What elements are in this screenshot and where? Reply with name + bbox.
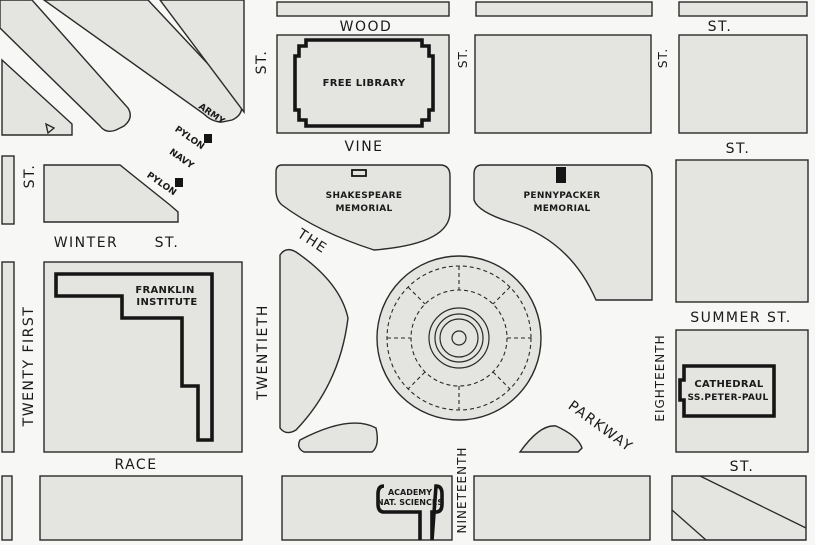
plaza-south-east <box>518 425 583 453</box>
small-triangle <box>44 122 56 135</box>
fountain-ring-2 <box>434 313 484 363</box>
block-winter-north <box>43 164 179 223</box>
label-st-nineteenth: ST. <box>456 48 470 68</box>
label-race-st: ST. <box>730 459 755 475</box>
label-cathedral-2: SS.PETER-PAUL <box>687 393 768 403</box>
label-academy-1: ACADEMY <box>388 488 432 497</box>
block-left-edge <box>1 155 15 225</box>
cathedral-building <box>678 364 776 418</box>
plaza-west <box>279 248 349 434</box>
label-twenty-first: TWENTY FIRST <box>21 306 37 428</box>
label-vine: VINE <box>344 139 383 155</box>
franklin-institute-building <box>54 272 214 442</box>
label-free-library: FREE LIBRARY <box>323 78 406 89</box>
block-top-far-right <box>678 1 808 17</box>
diagonal-strip-3 <box>159 0 245 115</box>
shakespeare-plaza <box>275 164 451 251</box>
block-free-library <box>276 34 450 134</box>
shakespeare-marker <box>351 169 367 177</box>
label-winter-st: ST. <box>155 235 180 251</box>
parkway-diagonal-lines <box>671 475 807 541</box>
free-library-building <box>293 38 435 128</box>
block-cathedral <box>675 329 809 453</box>
label-wood: WOOD <box>340 19 393 35</box>
label-race: RACE <box>114 457 157 473</box>
label-franklin-2: INSTITUTE <box>136 297 197 308</box>
label-st-top-right: ST. <box>708 19 733 35</box>
label-twentieth: TWENTIETH <box>255 304 271 401</box>
block-vine-north-2 <box>474 34 652 134</box>
label-summer: SUMMER ST. <box>690 310 792 326</box>
diagonal-strip-4 <box>1 58 73 136</box>
circle-spokes <box>387 266 531 410</box>
diagonal-strip-1 <box>0 0 131 133</box>
block-bottom-2 <box>281 475 453 541</box>
block-franklin <box>43 261 243 453</box>
academy-building <box>376 484 444 541</box>
label-st-twentieth: ST. <box>254 50 270 75</box>
label-st-eighteenth: ST. <box>656 48 670 68</box>
pennypacker-marker <box>556 167 566 183</box>
label-cathedral-1: CATHEDRAL <box>694 379 763 390</box>
fountain-center <box>451 330 467 346</box>
navy-pylon-icon <box>175 178 183 187</box>
label-shakespeare-2: MEMORIAL <box>335 204 392 214</box>
block-bottom-1 <box>39 475 243 541</box>
label-franklin-1: FRANKLIN <box>135 285 194 296</box>
label-academy-2: NAT. SCIENCES <box>377 498 443 507</box>
label-pennypacker-1: PENNYPACKER <box>523 191 600 201</box>
fountain-ring-1 <box>428 307 490 369</box>
pennypacker-plaza <box>473 164 653 301</box>
block-vine-south-east <box>675 159 809 303</box>
label-st-left: ST. <box>22 164 38 189</box>
block-top-center <box>276 1 450 17</box>
label-nineteenth: NINETEENTH <box>455 447 469 534</box>
block-top-right <box>475 1 653 17</box>
plaza-south-west <box>297 422 379 453</box>
block-bottom-3 <box>473 475 651 541</box>
fountain-ring-3 <box>439 318 479 358</box>
block-left-edge-2 <box>1 261 15 453</box>
label-winter: WINTER <box>54 235 119 251</box>
label-eighteenth: EIGHTEENTH <box>653 334 667 421</box>
label-st-vine-right: ST. <box>726 141 751 157</box>
label-shakespeare-1: SHAKESPEARE <box>326 191 403 201</box>
block-left-edge-3 <box>1 475 13 541</box>
block-bottom-4 <box>671 475 807 541</box>
army-pylon-icon <box>204 134 212 143</box>
label-pennypacker-2: MEMORIAL <box>533 204 590 214</box>
block-vine-north-3 <box>678 34 808 134</box>
